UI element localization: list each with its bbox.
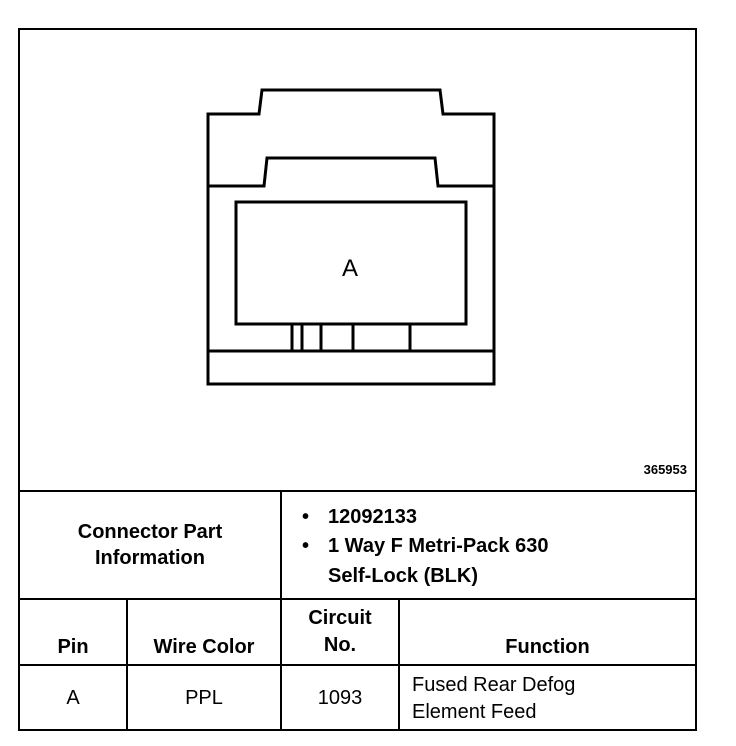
connector-description-line1: 1 Way F Metri-Pack 630 xyxy=(328,535,549,557)
cell-function-line2: Element Feed xyxy=(412,700,537,723)
connector-part-info-line1: Connector Part xyxy=(77,521,223,543)
part-number: 12092133 xyxy=(328,506,417,528)
bullet-icon: • xyxy=(302,506,310,528)
connector-part-info-list: • 12092133 • 1 Way F Metri-Pack 630 Self… xyxy=(302,502,548,591)
header-function: Function xyxy=(505,635,590,658)
terminal-cavity xyxy=(234,200,468,326)
header-wire-color: Wire Color xyxy=(153,635,255,658)
header-circuit-no: Circuit No. xyxy=(282,600,398,664)
cell-wire-color: PPL xyxy=(185,687,223,709)
divider-col-info xyxy=(280,490,282,731)
cell-pin: A xyxy=(66,687,80,709)
header-pin: Pin xyxy=(57,635,89,658)
list-item: • 12092133 xyxy=(302,502,548,532)
divider-header xyxy=(20,664,695,666)
figure-id: 365953 xyxy=(643,462,687,477)
terminal-slot-left xyxy=(290,324,304,351)
divider-diagram xyxy=(20,490,695,492)
divider-col-pin xyxy=(126,598,128,731)
connector-part-info-label: Connector Part Information xyxy=(20,492,280,598)
connector-info-sheet: A 365953 Connector Part Information • 12… xyxy=(18,28,697,731)
cell-function-line1: Fused Rear Defog xyxy=(412,673,576,696)
connector-housing-outline xyxy=(206,88,496,386)
connector-latch-outline xyxy=(208,156,494,188)
cell-function: Fused Rear Defog Element Feed xyxy=(412,666,695,731)
header-circuit-line1: Circuit xyxy=(308,607,372,629)
divider-info xyxy=(20,598,695,600)
bullet-icon: • xyxy=(302,535,310,557)
divider-col-circuit xyxy=(398,598,400,731)
terminal-slot-right xyxy=(319,324,412,351)
connector-part-info-line2: Information xyxy=(95,547,205,569)
list-item: • 1 Way F Metri-Pack 630 Self-Lock (BLK) xyxy=(302,531,548,591)
cell-circuit: 1093 xyxy=(317,687,363,709)
cavity-label: A xyxy=(342,255,358,282)
connector-face-diagram: A xyxy=(206,88,496,386)
header-circuit-line2: No. xyxy=(323,634,357,656)
connector-description-line2: Self-Lock (BLK) xyxy=(328,565,478,587)
